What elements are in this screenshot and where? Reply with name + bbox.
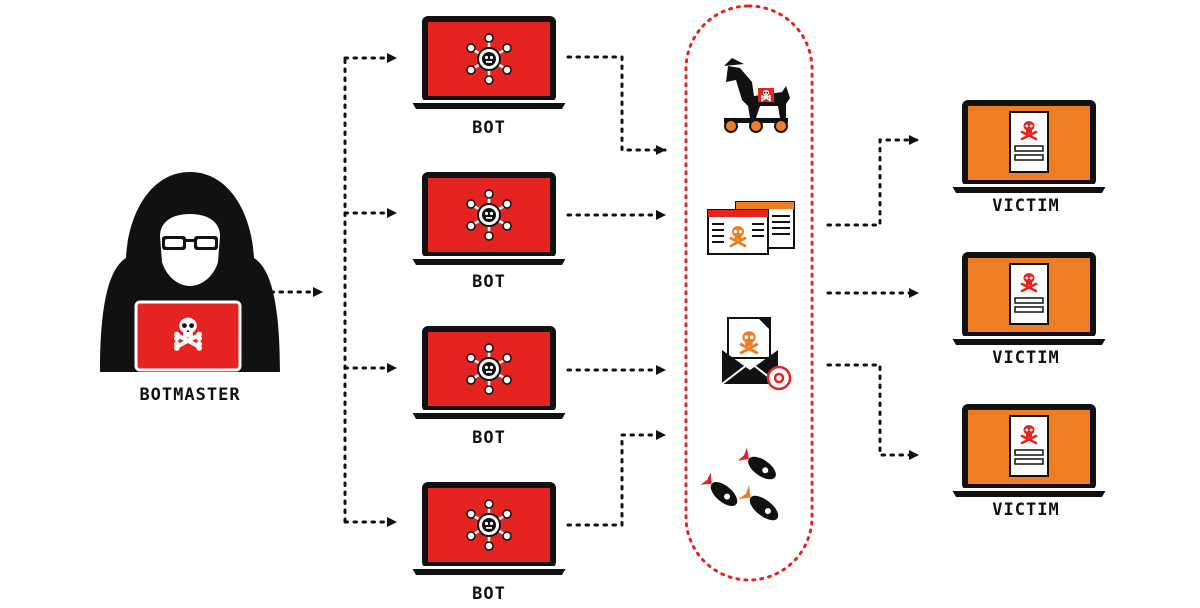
bot-node-1: BOT <box>412 16 566 138</box>
connector-lines <box>260 53 920 527</box>
botmaster-node: BOTMASTER <box>100 172 280 405</box>
infected-document-laptop-icon <box>952 100 1106 193</box>
malicious-webpage-icon <box>707 201 795 255</box>
arrow-to-victim-1 <box>826 135 920 227</box>
hooded-hacker-icon <box>100 172 280 372</box>
virus-laptop-icon <box>412 482 566 575</box>
virus-laptop-icon <box>412 172 566 265</box>
bot-label-4: BOT <box>472 584 506 604</box>
virus-laptop-icon <box>412 326 566 419</box>
payload-group-outline <box>684 4 814 582</box>
victim-node-1: VICTIM <box>952 100 1106 216</box>
trojan-horse-icon <box>724 58 790 133</box>
infected-document-laptop-icon <box>952 252 1106 345</box>
infected-document-laptop-icon <box>952 404 1106 497</box>
bomb-missiles-icon <box>700 447 779 521</box>
victim-label-3: VICTIM <box>992 500 1059 520</box>
arrow-bot1-to-trojan <box>566 55 667 155</box>
victim-node-2: VICTIM <box>952 252 1106 368</box>
victim-label-1: VICTIM <box>992 196 1059 216</box>
victim-label-2: VICTIM <box>992 348 1059 368</box>
victim-node-3: VICTIM <box>952 404 1106 520</box>
bot-node-4: BOT <box>412 482 566 604</box>
virus-laptop-icon <box>412 16 566 109</box>
bot-label-2: BOT <box>472 272 506 292</box>
bot-label-1: BOT <box>472 118 506 138</box>
bot-node-2: BOT <box>412 172 566 292</box>
arrow-bot4-to-bombs <box>566 430 667 527</box>
botmaster-label: BOTMASTER <box>139 385 240 405</box>
bot-label-3: BOT <box>472 428 506 448</box>
arrow-to-victim-3 <box>826 363 920 460</box>
bot-node-3: BOT <box>412 326 566 448</box>
phishing-email-icon <box>721 317 792 391</box>
